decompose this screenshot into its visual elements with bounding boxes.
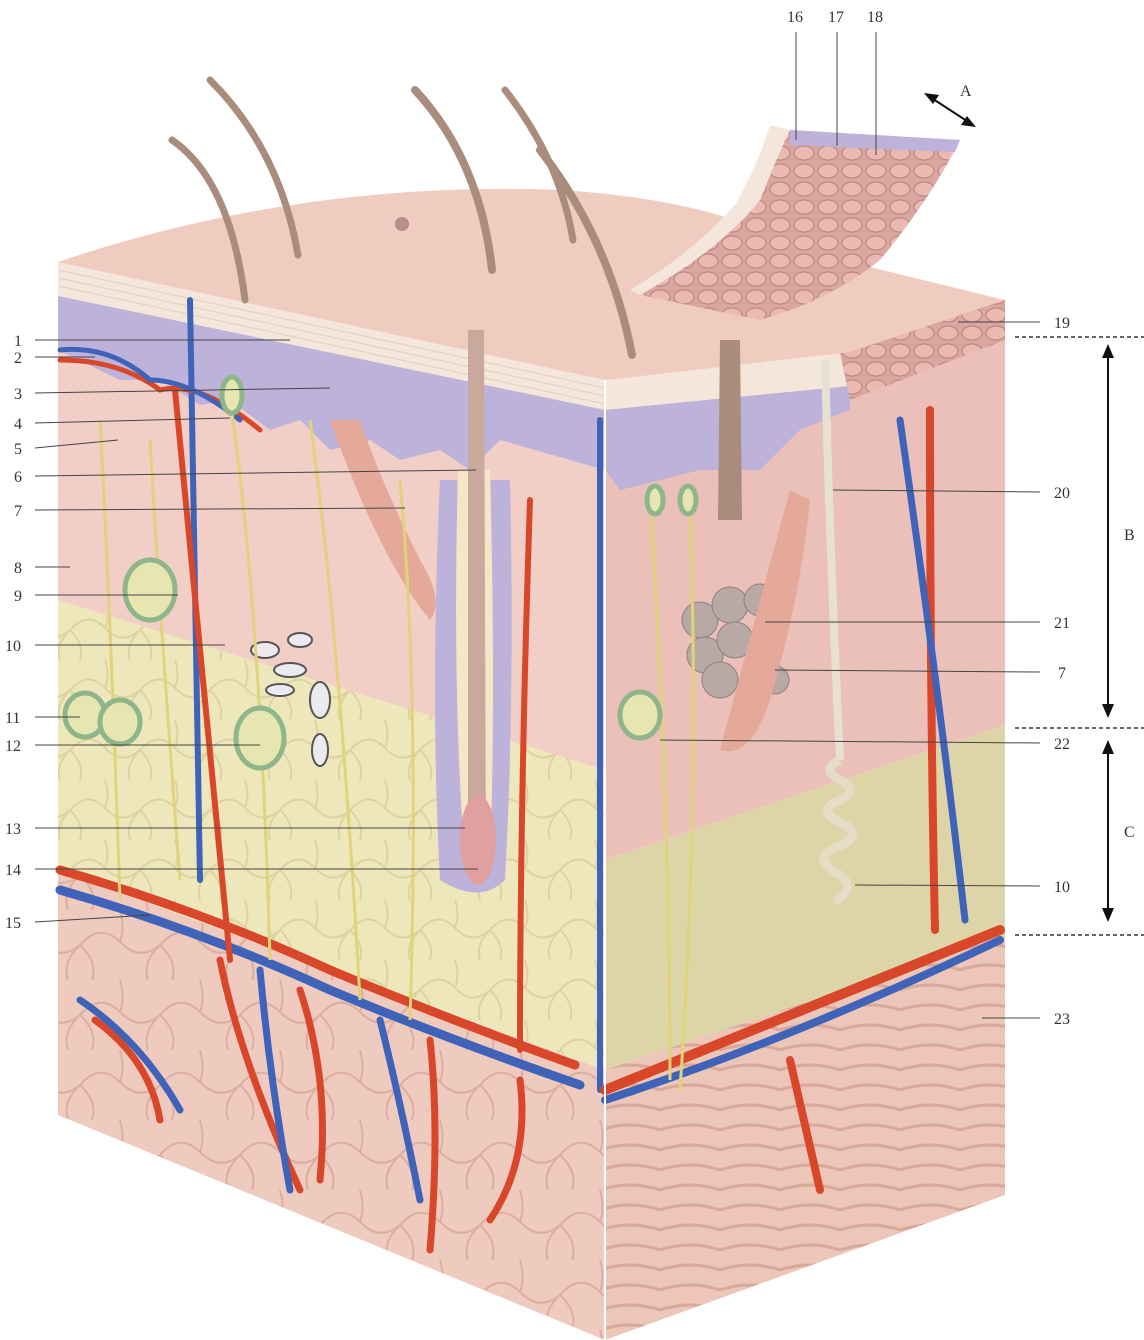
label-12: 12 (5, 738, 21, 755)
label-14: 14 (5, 862, 21, 879)
label-18: 18 (867, 9, 883, 26)
label-23: 23 (1054, 1011, 1070, 1028)
label-19: 19 (1054, 315, 1070, 332)
label-7-right: 7 (1058, 665, 1066, 682)
hair-shaft-right (718, 340, 742, 520)
label-3: 3 (14, 386, 22, 403)
label-A: A (960, 83, 972, 100)
label-B: B (1124, 527, 1135, 544)
label-5: 5 (14, 441, 22, 458)
label-10: 10 (5, 638, 21, 655)
label-20: 20 (1054, 485, 1070, 502)
label-8: 8 (14, 560, 22, 577)
labels-right: 19 20 21 7 22 10 23 (1054, 315, 1070, 1028)
label-11: 11 (5, 710, 20, 727)
label-17: 17 (828, 9, 844, 26)
label-6: 6 (14, 469, 22, 486)
labels-top: 16 17 18 (787, 9, 883, 26)
label-10-right: 10 (1054, 879, 1070, 896)
label-2: 2 (14, 350, 22, 367)
label-C: C (1124, 824, 1135, 841)
label-1: 1 (14, 333, 22, 350)
label-16: 16 (787, 9, 803, 26)
label-13: 13 (5, 821, 21, 838)
labels-left: 1 2 3 4 5 6 7 8 9 10 11 12 13 14 15 (5, 333, 22, 932)
label-15: 15 (5, 915, 21, 932)
label-7: 7 (14, 503, 22, 520)
label-22: 22 (1054, 736, 1070, 753)
label-9: 9 (14, 588, 22, 605)
label-21: 21 (1054, 615, 1070, 632)
label-4: 4 (14, 416, 22, 433)
